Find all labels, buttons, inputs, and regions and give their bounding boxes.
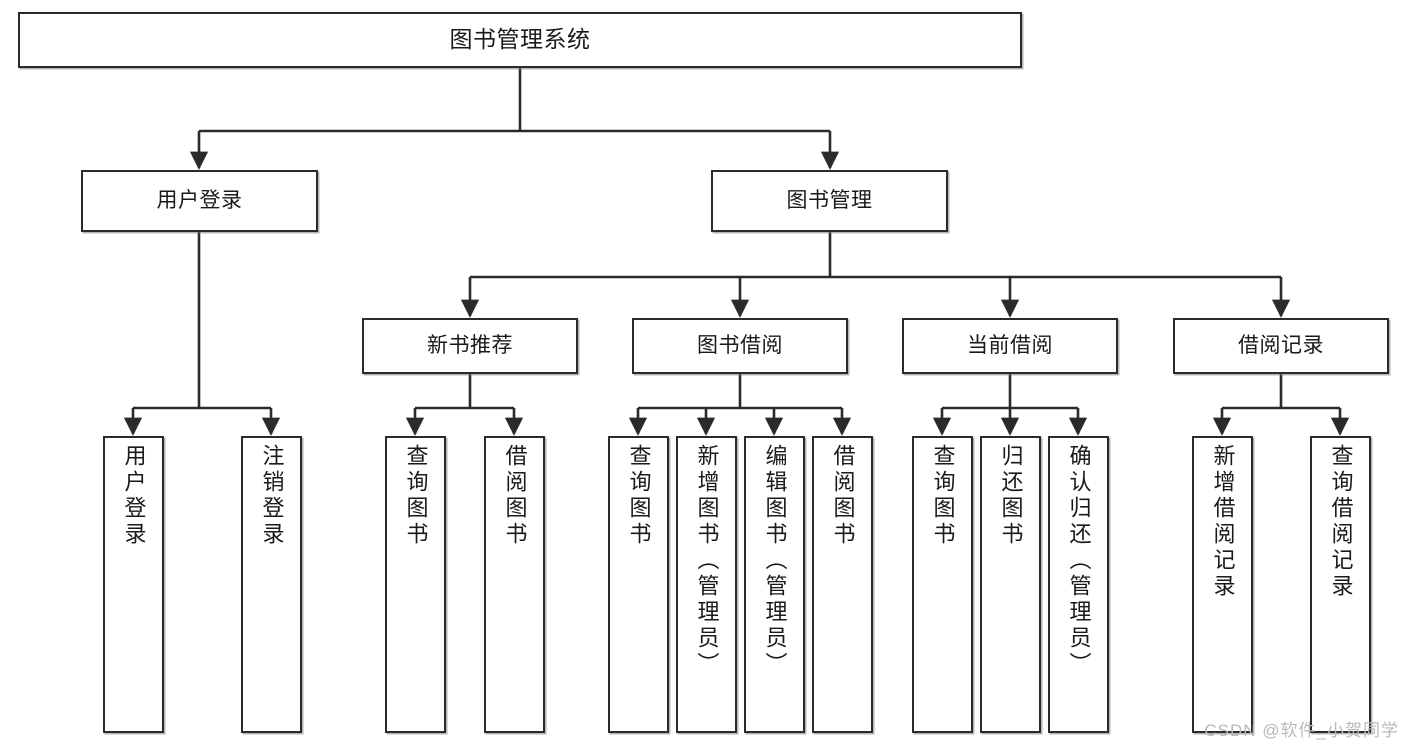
node-leaf-return-book[interactable]: 归还图书	[980, 436, 1041, 733]
node-borrow-record-label: 借阅记录	[1238, 334, 1324, 358]
node-root-label: 图书管理系统	[449, 26, 591, 53]
node-borrow-record[interactable]: 借阅记录	[1173, 318, 1389, 374]
node-user-login-label: 用户登录	[156, 189, 243, 213]
node-leaf-borrow-book-2-label: 借阅图书	[830, 444, 856, 548]
node-leaf-query-book-2[interactable]: 查询图书	[608, 436, 669, 733]
node-book-manage-label: 图书管理	[786, 189, 873, 213]
node-leaf-edit-book-label: 编辑图书（管理员）	[762, 444, 788, 678]
node-leaf-query-book-1[interactable]: 查询图书	[385, 436, 446, 733]
node-user-login[interactable]: 用户登录	[81, 170, 318, 232]
node-leaf-return-book-label: 归还图书	[998, 444, 1024, 548]
node-leaf-edit-book[interactable]: 编辑图书（管理员）	[744, 436, 805, 733]
node-leaf-query-book-3[interactable]: 查询图书	[912, 436, 973, 733]
node-leaf-query-book-2-label: 查询图书	[626, 444, 652, 548]
node-book-borrow-label: 图书借阅	[697, 334, 783, 358]
node-leaf-borrow-book-1-label: 借阅图书	[502, 444, 528, 548]
node-current-borrow[interactable]: 当前借阅	[902, 318, 1118, 374]
node-leaf-add-book-label: 新增图书（管理员）	[694, 444, 720, 678]
node-book-manage[interactable]: 图书管理	[711, 170, 948, 232]
node-new-book-recommend[interactable]: 新书推荐	[362, 318, 578, 374]
node-leaf-add-book[interactable]: 新增图书（管理员）	[676, 436, 737, 733]
node-new-book-recommend-label: 新书推荐	[427, 334, 513, 358]
node-leaf-query-book-1-label: 查询图书	[403, 444, 429, 548]
node-leaf-query-record-label: 查询借阅记录	[1328, 444, 1354, 600]
node-leaf-borrow-book-2[interactable]: 借阅图书	[812, 436, 873, 733]
node-leaf-logout-login[interactable]: 注销登录	[241, 436, 302, 733]
node-root[interactable]: 图书管理系统	[18, 12, 1022, 68]
node-leaf-query-book-3-label: 查询图书	[930, 444, 956, 548]
node-leaf-confirm-return-label: 确认归还（管理员）	[1066, 444, 1092, 678]
node-book-borrow[interactable]: 图书借阅	[632, 318, 848, 374]
node-leaf-add-record[interactable]: 新增借阅记录	[1192, 436, 1253, 733]
node-leaf-add-record-label: 新增借阅记录	[1210, 444, 1236, 600]
node-leaf-borrow-book-1[interactable]: 借阅图书	[484, 436, 545, 733]
node-leaf-query-record[interactable]: 查询借阅记录	[1310, 436, 1371, 733]
node-leaf-confirm-return[interactable]: 确认归还（管理员）	[1048, 436, 1109, 733]
node-leaf-user-login-label: 用户登录	[121, 444, 147, 548]
node-leaf-logout-login-label: 注销登录	[259, 444, 285, 548]
node-current-borrow-label: 当前借阅	[967, 334, 1053, 358]
watermark: CSDN @软件_小贺同学	[1204, 721, 1399, 740]
node-leaf-user-login[interactable]: 用户登录	[103, 436, 164, 733]
